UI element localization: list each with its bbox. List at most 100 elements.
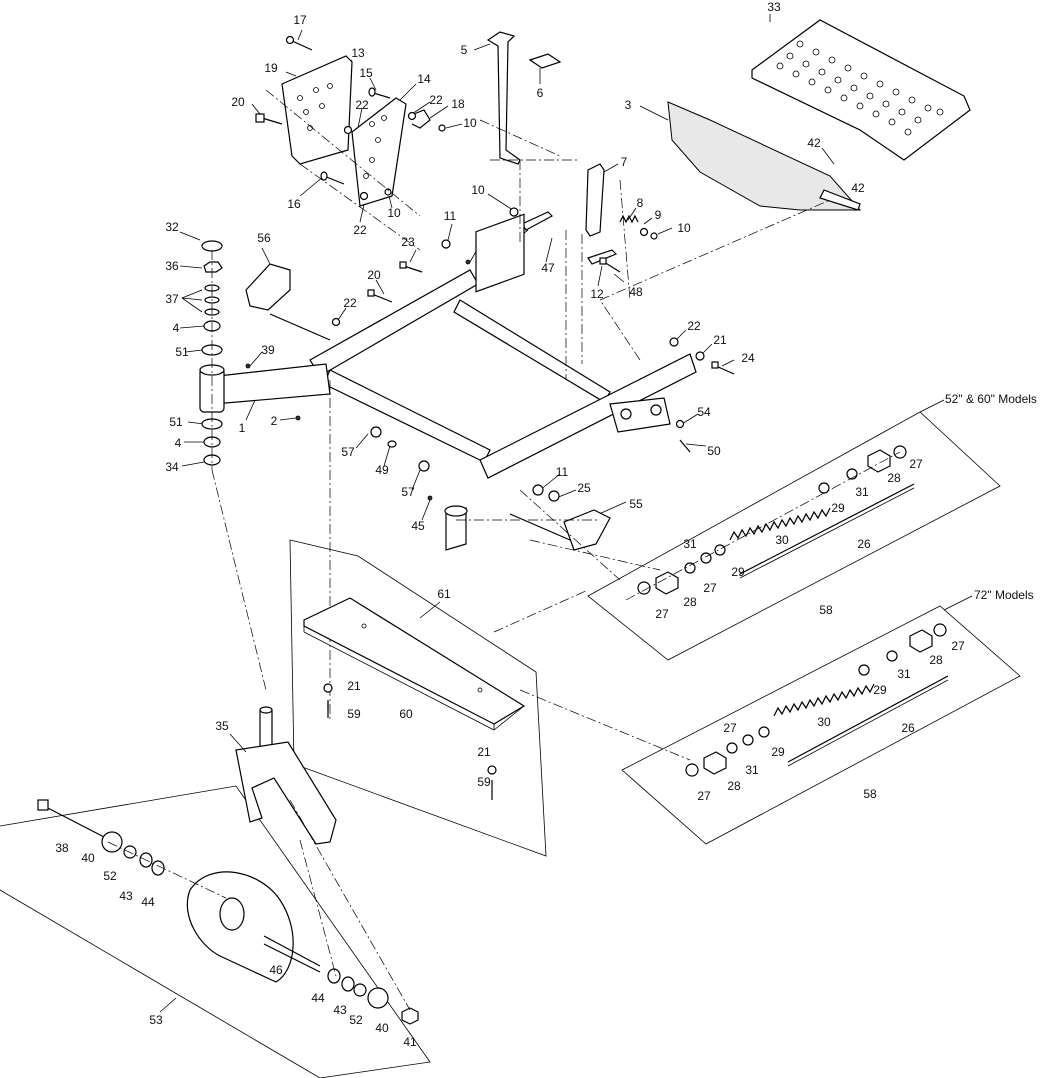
callout-6: 6: [537, 86, 544, 100]
block-28-b-bottom: [655, 571, 679, 595]
bolt-39: [245, 363, 251, 369]
panel-61-plate: 61 21 59 60 21 59: [289, 539, 547, 857]
dust-cap-32: [201, 240, 223, 252]
callout-22: 22: [343, 296, 357, 310]
callout-42: 42: [807, 136, 821, 150]
frame-1-right-rail: [479, 353, 697, 479]
callout-4: 4: [175, 436, 182, 450]
callout-49: 49: [375, 463, 389, 477]
pin-55: [509, 513, 571, 541]
callout-30: 30: [817, 715, 831, 729]
washer-21-c: [487, 765, 497, 775]
panel-61-outline: [289, 539, 547, 857]
callout-56: 56: [257, 231, 271, 245]
bolt-20-lower: [367, 289, 393, 303]
callout-28: 28: [683, 595, 697, 609]
rod-26-b: [787, 675, 949, 763]
block-28-a-top: [867, 449, 891, 473]
callout-8: 8: [637, 196, 644, 210]
seat-plate-33: [751, 19, 971, 161]
spacer-16: [320, 171, 345, 185]
callout-10: 10: [677, 221, 691, 235]
washer-25: [548, 490, 560, 502]
callout-27: 27: [655, 607, 669, 621]
callout-35: 35: [215, 719, 229, 733]
plate-60: [303, 597, 526, 725]
callout-21: 21: [713, 333, 727, 347]
callout-43: 43: [333, 1003, 347, 1017]
callout-58: 58: [819, 603, 833, 617]
callout-60: 60: [399, 707, 413, 721]
bolt-2-b: [295, 415, 301, 421]
washer-11-b: [532, 484, 544, 496]
washer-57-b: [418, 460, 430, 472]
caster-labels: 35 38 40 52 43 44 46 44 43 52 40 41 53: [55, 719, 417, 1049]
knob-6: [528, 53, 562, 69]
panel-3: [667, 101, 862, 211]
washer-29-b: [714, 544, 726, 556]
washer-31-a: [846, 468, 858, 480]
callout-31: 31: [683, 537, 697, 551]
pivot-right-1: [620, 408, 632, 420]
spacer-49: [387, 440, 397, 448]
callout-45: 45: [411, 519, 425, 533]
fork-35: [235, 741, 337, 845]
callout-52: 52: [349, 1013, 363, 1027]
callout-47: 47: [541, 261, 555, 275]
callout-31: 31: [745, 763, 759, 777]
washer-57-a: [370, 426, 382, 438]
bearing-44-a: [151, 860, 165, 876]
callout-22: 22: [353, 223, 367, 237]
nut-54: [675, 419, 685, 429]
bolt-23: [399, 261, 423, 273]
callout-20: 20: [231, 95, 245, 109]
callout-54: 54: [697, 405, 711, 419]
frame-1-arm: [213, 363, 331, 405]
callout-57: 57: [401, 485, 415, 499]
bolt-45: [427, 495, 433, 501]
callout-9: 9: [655, 208, 662, 222]
arm-56: [245, 263, 291, 311]
bearing-44-b: [327, 968, 341, 984]
nut-10-d: [650, 232, 658, 240]
callout-3: 3: [625, 98, 632, 112]
frame-1-cross-rear: [453, 299, 611, 403]
rod-26-a: [739, 483, 915, 575]
callout-26: 26: [901, 721, 915, 735]
callout-7: 7: [621, 155, 628, 169]
panel-61-labels: 61 21 59 60 21 59: [347, 587, 491, 789]
panel-53-outline: [0, 785, 431, 1078]
callout-29: 29: [771, 745, 785, 759]
washer-29-a: [818, 482, 830, 494]
washer-29-d: [758, 726, 770, 738]
arm-55: [563, 509, 611, 551]
bolt-50: [679, 439, 691, 453]
callout-48: 48: [629, 285, 643, 299]
callout-22: 22: [687, 319, 701, 333]
callout-33: 33: [767, 0, 781, 14]
pin-56: [269, 313, 331, 341]
callout-31: 31: [897, 667, 911, 681]
callout-21: 21: [347, 679, 361, 693]
axle-46: [263, 935, 321, 967]
bracket-plate-right: [609, 397, 671, 433]
seat-plate-holes: [776, 40, 944, 136]
callout-51: 51: [175, 345, 189, 359]
nut-22-b: [407, 111, 417, 121]
callout-27: 27: [703, 581, 717, 595]
callout-30: 30: [775, 533, 789, 547]
nut-27-b-bottom: [637, 581, 651, 595]
nut-22-e: [669, 337, 679, 347]
callout-labels: 17 13 19 15 14 20 22 22 18 10 16 22 10 5…: [165, 0, 865, 533]
bolt-38: [43, 805, 107, 839]
callout-11: 11: [556, 465, 569, 479]
panel-58-upper-labels: 27 28 31 29 30 26 31 27 29 28 27 58: [655, 457, 923, 621]
callout-40: 40: [375, 1021, 389, 1035]
panel-58-lower-outline: [621, 605, 1021, 845]
callout-28: 28: [887, 471, 901, 485]
callout-26: 26: [857, 537, 871, 551]
bushing-52-a: [123, 845, 137, 859]
callout-52: 52: [103, 869, 117, 883]
plate-14: [351, 97, 407, 207]
